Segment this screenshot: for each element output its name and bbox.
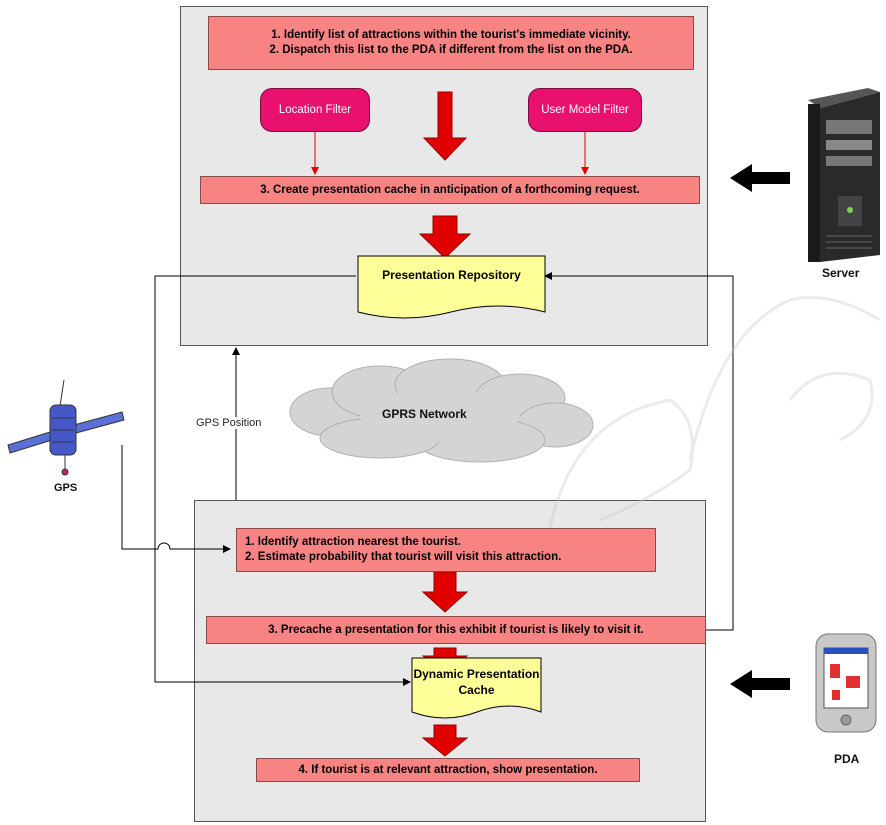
pda-step1-line1: 1. Identify attraction nearest the touri… <box>245 536 461 548</box>
pda-arrow-icon <box>730 670 790 698</box>
cache-shape <box>411 657 542 719</box>
gps-position-label: GPS Position <box>196 417 262 429</box>
pda-step1-line2: 2. Estimate probability that tourist wil… <box>245 551 562 563</box>
dynamic-cache-label: Dynamic Presentation Cache <box>413 667 540 697</box>
step-identify-nearest: 1. Identify attraction nearest the touri… <box>236 528 656 572</box>
step-show-presentation: 4. If tourist is at relevant attraction,… <box>256 758 640 782</box>
server-arrow-icon <box>730 164 790 192</box>
presentation-repository-label: Presentation Repository <box>382 268 521 282</box>
pda-label: PDA <box>834 752 860 766</box>
step-create-cache: 3. Create presentation cache in anticipa… <box>200 176 700 204</box>
location-filter: Location Filter <box>260 88 370 132</box>
step-identify-attractions: 1. Identify list of attractions within t… <box>208 16 694 70</box>
step1-line2: 2. Dispatch this list to the PDA if diff… <box>269 44 633 56</box>
server-label: Server <box>822 266 860 280</box>
repository-shape <box>357 255 546 319</box>
gps-label: GPS <box>54 482 78 494</box>
red-arrow-3 <box>421 571 469 613</box>
red-arrow-2 <box>418 215 472 259</box>
red-arrow-1 <box>422 91 468 161</box>
red-arrow-5 <box>421 724 469 757</box>
user-model-filter: User Model Filter <box>528 88 642 132</box>
step-precache: 3. Precache a presentation for this exhi… <box>206 616 706 644</box>
gprs-network-label: GPRS Network <box>382 407 467 421</box>
step1-line1: 1. Identify list of attractions within t… <box>271 29 631 41</box>
